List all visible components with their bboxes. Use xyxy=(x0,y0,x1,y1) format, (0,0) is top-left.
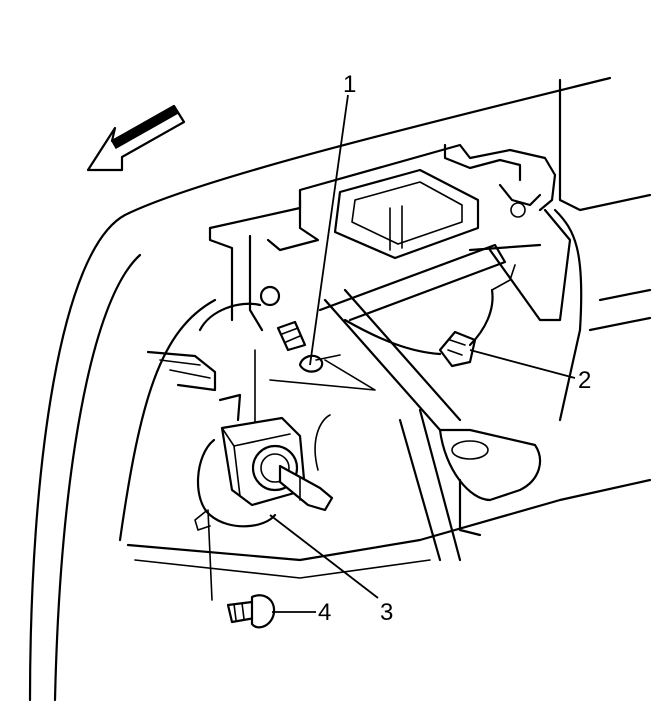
callout-labels: 1 2 3 4 xyxy=(318,71,591,626)
body-panel xyxy=(28,76,652,702)
mounting-bolt xyxy=(207,509,276,629)
callout-3: 3 xyxy=(380,599,393,626)
left-clip xyxy=(146,302,262,422)
callout-1: 1 xyxy=(343,71,356,98)
screw xyxy=(298,354,341,373)
cross-brace xyxy=(318,243,542,562)
upper-bolt xyxy=(259,285,307,352)
callout-2: 2 xyxy=(578,367,591,394)
leader-lines xyxy=(269,94,576,613)
actuator-switch xyxy=(194,414,334,531)
front-direction-arrow-icon xyxy=(86,104,186,172)
callout-4: 4 xyxy=(318,599,331,626)
